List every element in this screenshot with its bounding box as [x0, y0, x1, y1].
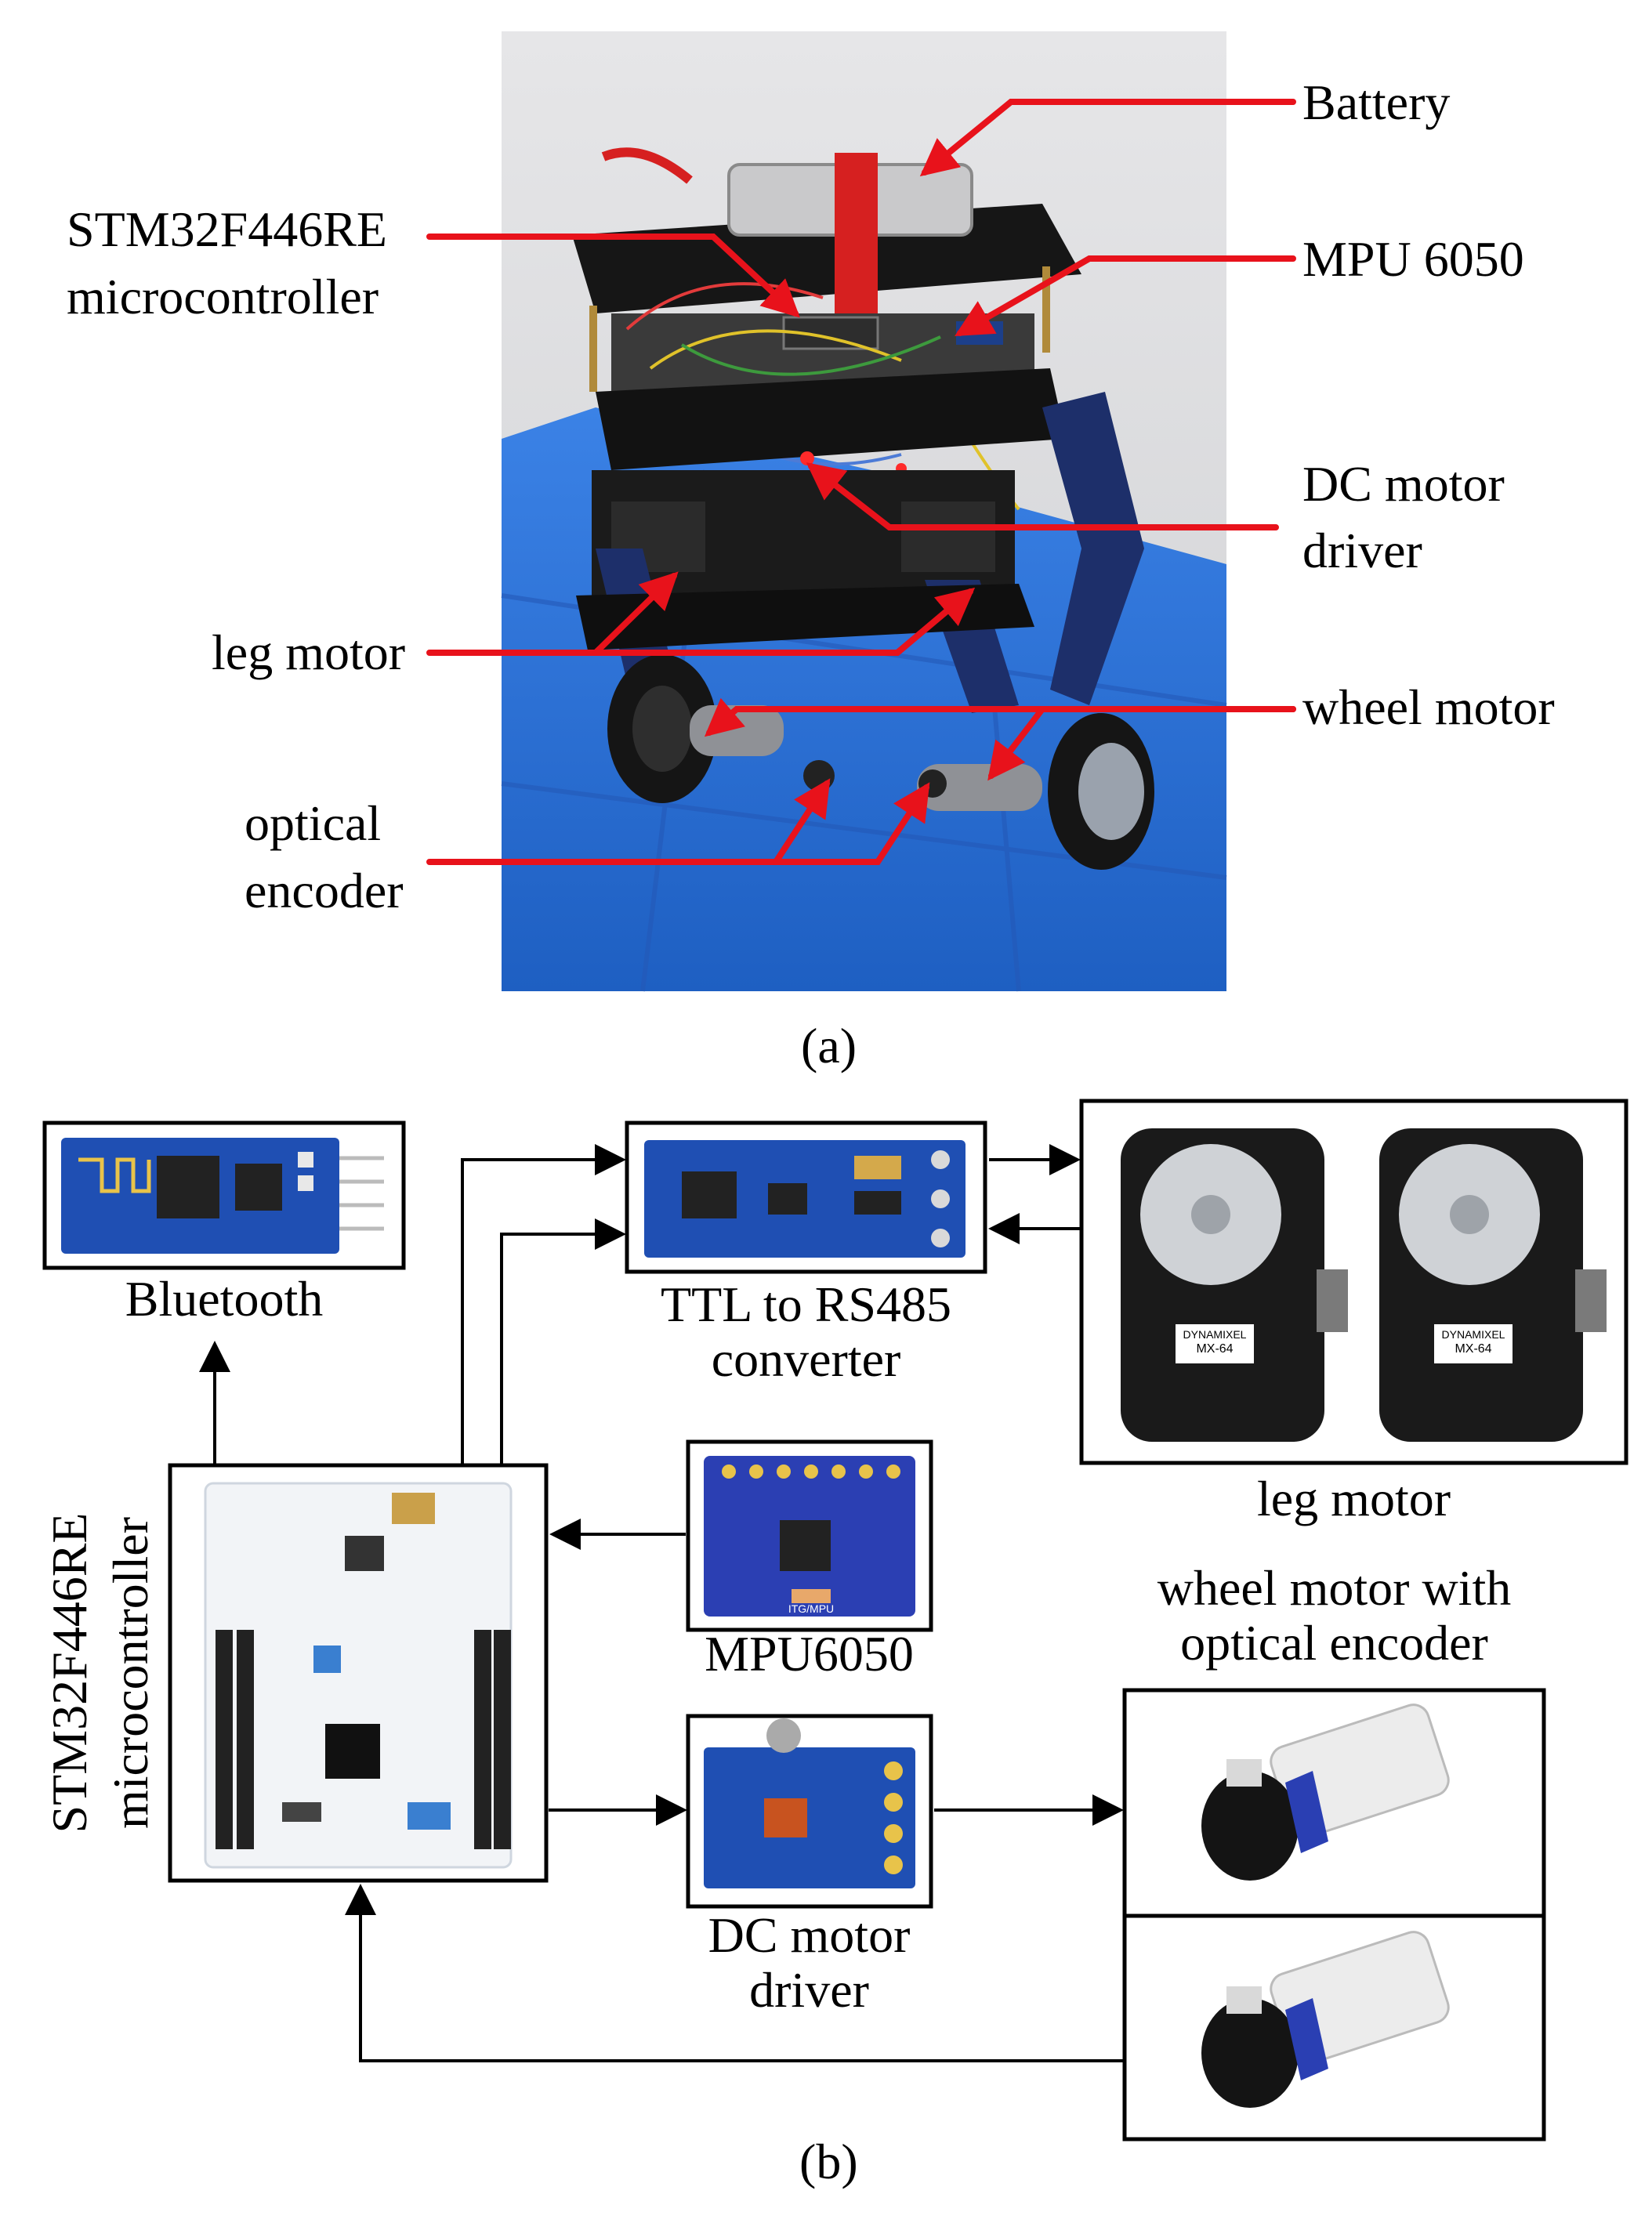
wheel-motor-module — [1122, 1688, 1546, 2142]
mpu6050-module — [686, 1439, 933, 1632]
label-stm32-line2: microcontroller — [103, 1516, 158, 1830]
label-mcu-line1: STM32F446RE — [67, 201, 387, 257]
label-encoder-line2: encoder — [245, 863, 404, 918]
servo-left-brand: DYNAMIXEL — [1183, 1328, 1247, 1341]
label-dc-line2: driver — [749, 1962, 869, 2018]
label-leg-motor: leg motor — [212, 625, 406, 680]
leg-motor-module — [1079, 1099, 1628, 1465]
label-stm32-line1: STM32F446RE — [42, 1512, 97, 1834]
servo-left — [1121, 1128, 1348, 1442]
wheel-motor-bottom — [1201, 1931, 1450, 2108]
wheel-motor-top — [1201, 1703, 1450, 1881]
label-dc-line1: DC motor — [708, 1907, 911, 1963]
servo-right-model: MX-64 — [1455, 1342, 1492, 1356]
label-bluetooth: Bluetooth — [125, 1271, 324, 1327]
label-wheel-line2: optical encoder — [1180, 1615, 1488, 1671]
bluetooth-module — [42, 1121, 406, 1270]
label-ttl-line2: converter — [711, 1331, 901, 1387]
servo-right-brand: DYNAMIXEL — [1441, 1328, 1505, 1341]
label-ttl-line1: TTL to RS485 — [661, 1276, 951, 1332]
label-battery: Battery — [1302, 74, 1451, 130]
label-leg-motor-b: leg motor — [1256, 1471, 1451, 1526]
label-encoder-line1: optical — [245, 795, 382, 851]
robot-photo — [426, 31, 1296, 992]
caption-a: (a) — [801, 1018, 857, 1073]
caption-b: (b) — [799, 2134, 858, 2189]
label-mpu6050: MPU6050 — [705, 1626, 914, 1682]
connections — [199, 1144, 1125, 2062]
servo-left-model: MX-64 — [1196, 1342, 1234, 1356]
label-stm32-vertical: STM32F446RE microcontroller — [39, 1469, 161, 1877]
label-mcu-line2: microcontroller — [67, 269, 379, 324]
stm32-board — [168, 1463, 549, 1883]
mpu-chip-text: ITG/MPU — [788, 1602, 835, 1615]
label-wheel-line1: wheel motor with — [1157, 1560, 1512, 1616]
label-dc-driver-line1: DC motor — [1302, 456, 1505, 512]
dc-driver-module — [686, 1714, 933, 1909]
ttl-rs485-module — [625, 1121, 987, 1274]
servo-right — [1379, 1128, 1607, 1442]
label-mpu: MPU 6050 — [1302, 231, 1524, 287]
label-dc-driver-line2: driver — [1302, 523, 1422, 578]
label-wheel-motor: wheel motor — [1302, 679, 1555, 735]
